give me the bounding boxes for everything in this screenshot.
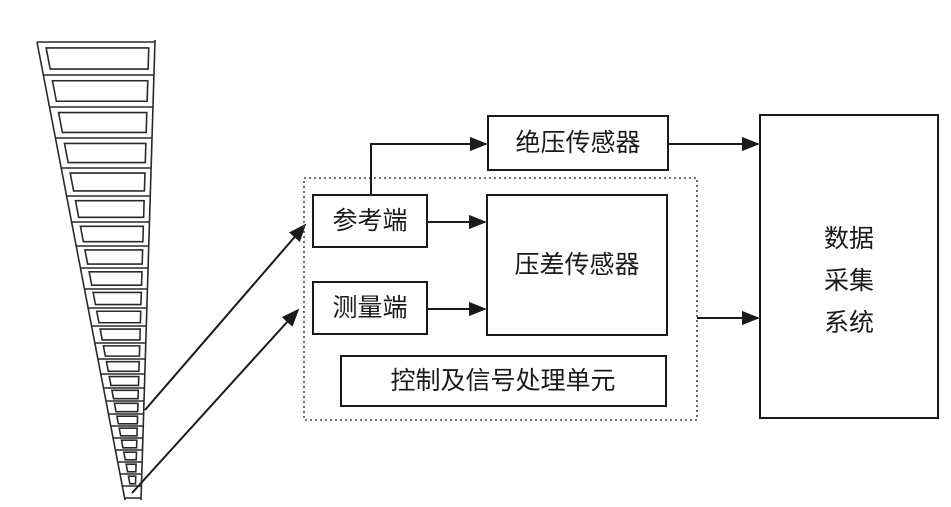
probe-slot: [105, 360, 141, 373]
daq-label-line3: 系统: [824, 308, 874, 337]
measure-port-label: 测量端: [332, 293, 407, 322]
probe-slot: [102, 345, 141, 357]
probe-slot: [95, 310, 142, 324]
probe-slot: [74, 199, 145, 219]
probe-slot: [57, 111, 148, 134]
daq-label-line2: 采集: [824, 266, 874, 295]
probe-slot: [108, 375, 140, 387]
tapered-probe-structure: [36, 39, 156, 501]
probe-right-edge: [140, 39, 156, 501]
probe-slot: [115, 415, 139, 425]
sensor-module-frame: [303, 177, 698, 421]
probe-left-edge: [36, 41, 126, 501]
reference-port-label: 参考端: [332, 206, 407, 235]
control-unit-label: 控制及信号处理单元: [390, 366, 615, 395]
probe-slot: [125, 463, 137, 473]
probe-slot: [118, 427, 139, 437]
probe-slot: [79, 225, 145, 243]
probe-cells: [37, 41, 155, 499]
reference-to-absolute-arrow: [370, 136, 488, 195]
probe-slot: [51, 79, 149, 103]
diff-sensor-box: [486, 194, 668, 336]
probe-slot: [92, 291, 143, 306]
absolute-sensor-label: 绝压传感器: [515, 128, 640, 157]
probe-slot: [120, 439, 138, 449]
probe-slot: [63, 142, 147, 164]
probe-slot: [99, 328, 142, 341]
control-unit-box: [340, 355, 667, 407]
probe-slot: [83, 249, 144, 265]
probe-slot: [88, 270, 143, 287]
probe-slot: [45, 47, 150, 70]
daq-system-box: [759, 114, 939, 419]
probe-to-measure-arrow: [131, 308, 300, 494]
probe-to-reference-arrow: [144, 223, 307, 411]
daq-label-line1: 数据: [824, 224, 874, 253]
probe-slot: [110, 389, 140, 400]
probe-slot: [122, 451, 138, 461]
measure-port-box: [312, 281, 428, 335]
probe-slot: [127, 475, 137, 485]
probe-slot: [113, 402, 139, 413]
probe-slot: [69, 172, 146, 192]
diff-sensor-label: 压差传感器: [514, 250, 639, 279]
